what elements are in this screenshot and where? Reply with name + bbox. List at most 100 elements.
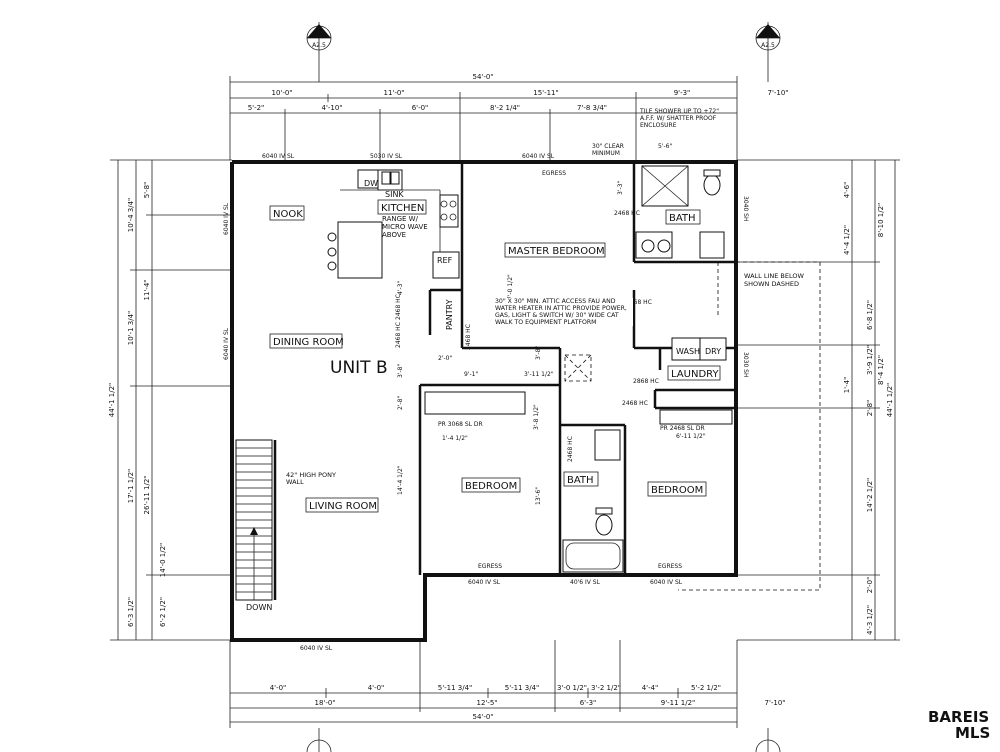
top-r1-0: 10'-0": [271, 89, 292, 97]
right-inner-7: 2'-0": [866, 577, 874, 594]
bottom-r1-4: 3'-0 1/2": [557, 684, 587, 692]
bottom-r2-2: 6'-3": [580, 699, 597, 707]
dim-l: 13'-6": [535, 487, 542, 505]
bottom-r2-0: 18'-0": [314, 699, 335, 707]
room-master: MASTER BEDROOM: [508, 246, 605, 257]
top-r1-2: 15'-11": [533, 89, 558, 97]
bottom-r2-4: 7'-10": [764, 699, 785, 707]
room-bedroom-1: BEDROOM: [465, 481, 517, 492]
right-inner-8: 4'-3 1/2": [866, 605, 874, 635]
bottom-r1-7: 5'-2 1/2": [691, 684, 721, 692]
room-labels: NOOK KITCHEN DINING ROOM LIVING ROOM MAS…: [269, 199, 721, 513]
clear-note: 30" CLEAR MINIMUM: [592, 143, 624, 157]
room-nook: NOOK: [273, 209, 303, 220]
inner-dimensions: 5'-6" 3'-3" 7'-0 1/2" 4'-3" 2'-0" 3'-8" …: [397, 143, 706, 505]
window-kitchen: 5030 IV SL: [370, 153, 403, 160]
dim-e: 2'-0": [438, 355, 452, 362]
section-marker-bottom: [306, 728, 781, 752]
dim-m: 14'-4 1/2": [397, 465, 404, 495]
bottom-r1-5: 3'-2 1/2": [591, 684, 621, 692]
room-laundry: LAUNDRY: [671, 369, 719, 380]
room-living: LIVING ROOM: [309, 501, 377, 512]
right-inner-3: 3'-9 1/2": [866, 345, 874, 375]
left-outer-2: 17'-1 1/2": [127, 469, 135, 504]
dim-a: 5'-6": [658, 143, 672, 150]
dim-b: 3'-3": [617, 181, 624, 195]
room-bath-master: BATH: [669, 213, 696, 224]
right-inner-4: 1'-4": [843, 377, 851, 394]
bottom-r1-2: 5'-11 3/4": [438, 684, 473, 692]
left-inner-1: 11'-4": [143, 279, 151, 300]
watermark-line1: BAREIS: [928, 708, 989, 726]
section-marker-right: B-B A2.5: [755, 22, 781, 82]
top-r1-1: 11'-0": [383, 89, 404, 97]
watermark-line2: MLS: [955, 724, 990, 742]
door-label-8: 2468 HC: [567, 436, 574, 462]
window-labels: 6040 IV SL 5030 IV SL 6040 IV SL 3040 SH…: [223, 153, 749, 652]
range-note: RANGE W/ MICRO WAVE ABOVE: [382, 215, 428, 239]
dry-label: DRY: [705, 347, 721, 356]
dim-c: 7'-0 1/2": [507, 274, 514, 300]
bottom-r2-3: 9'-11 1/2": [661, 699, 696, 707]
top-r1-3: 9'-3": [674, 89, 691, 97]
dim-n: 6'-11 1/2": [676, 433, 706, 440]
window-master: 6040 IV SL: [522, 153, 555, 160]
pr-door-1: PR 3068 SL DR: [438, 421, 483, 428]
right-dimensions: 4'-6" 4'-4 1/2" 6'-8 1/2" 3'-9 1/2" 1'-4…: [737, 159, 900, 641]
down-label: DOWN: [246, 603, 272, 612]
dim-i: 2'-8": [397, 396, 404, 410]
bottom-r2-1: 12'-5": [476, 699, 497, 707]
window-left: 6040 IV SL: [223, 202, 230, 235]
wash-label: WASH: [676, 347, 700, 356]
right-inner-1: 4'-4 1/2": [843, 225, 851, 255]
bottom-r1-3: 5'-11 3/4": [505, 684, 540, 692]
overall-top: 54'-0": [472, 73, 493, 81]
top-r2-0: 5'-2": [248, 104, 265, 112]
door-label-2: 2468 HC: [626, 299, 652, 306]
top-r2-3: 8'-2 1/4": [490, 104, 520, 112]
egress-master: EGRESS: [542, 170, 566, 177]
closets: [424, 391, 733, 425]
marker-left-top: A-A: [314, 30, 325, 37]
laundry-fixtures: WASH DRY: [671, 337, 727, 361]
left-inner-2: 26'-11 1/2": [143, 476, 151, 515]
window-laundry: 3030 SH: [742, 352, 749, 378]
ref-label: REF: [437, 256, 453, 265]
top-r2-2: 6'-0": [412, 104, 429, 112]
unit-label: UNIT B: [330, 358, 388, 378]
door-label-3: 2468 HC: [395, 294, 402, 320]
dim-g: 9'-1": [464, 371, 478, 378]
overall-bottom: 54'-0": [472, 713, 493, 721]
window-bath2: 40'6 IV SL: [570, 579, 601, 586]
overall-right: 44'-1 1/2": [886, 383, 894, 418]
room-kitchen: KITCHEN: [381, 203, 424, 214]
shower-note: TILE SHOWER UP TO +72" A.F.F. W/ SHATTER…: [640, 108, 719, 129]
dim-f: 3'-8": [397, 364, 404, 378]
left-inner-0: 5'-8": [143, 182, 151, 199]
right-outer-0: 8'-10 1/2": [877, 203, 885, 238]
dashed-wall-below: [678, 261, 821, 591]
door-label-5: 2468 HC: [465, 324, 472, 350]
room-bath-hall: BATH: [567, 475, 594, 486]
egress-bed2: EGRESS: [658, 563, 682, 570]
bottom-r1-0: 4'-0": [270, 684, 287, 692]
section-marker-left: A-A A2.5: [306, 22, 332, 82]
right-inner-5: 2'-8": [866, 400, 874, 417]
sink-label: SINK: [385, 190, 404, 199]
exterior-walls: [230, 160, 738, 642]
door-label-7: 2468 HC: [622, 400, 648, 407]
egress-bed1: EGRESS: [478, 563, 502, 570]
bottom-dimensions: 4'-0" 4'-0" 5'-11 3/4" 5'-11 3/4" 3'-0 1…: [229, 640, 786, 728]
dim-d: 4'-3": [397, 281, 404, 295]
attic-access: [564, 354, 592, 382]
door-label-6: 2868 HC: [633, 378, 659, 385]
bottom-r1-1: 4'-0": [368, 684, 385, 692]
master-bath-fixtures: [635, 165, 725, 259]
marker-left-bottom: A2.5: [312, 42, 326, 49]
door-label-1: 2468 HC: [614, 210, 640, 217]
window-bed1: 6040 IV SL: [468, 579, 501, 586]
room-pantry: PANTRY: [445, 299, 454, 330]
room-bedroom-2: BEDROOM: [651, 485, 703, 496]
top-r2-1: 4'-10": [321, 104, 342, 112]
